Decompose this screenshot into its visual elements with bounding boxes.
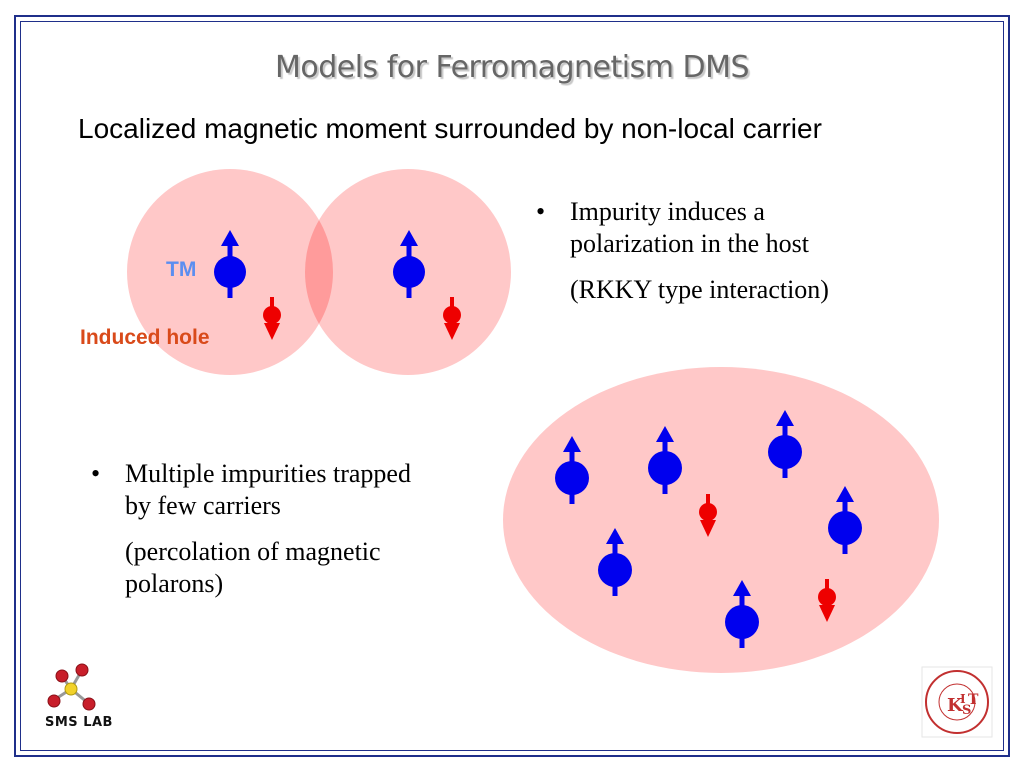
kist-seal-text: K — [947, 695, 964, 716]
spin-up-icon — [555, 436, 589, 504]
svg-text:I: I — [960, 692, 966, 706]
spin-down-icon — [263, 297, 281, 340]
bullet-percolation: • Multiple impurities trapped by few car… — [91, 458, 411, 600]
spin-up-icon — [214, 230, 246, 298]
sms-lab-text: SMS LAB — [45, 715, 113, 730]
slide-subtitle: Localized magnetic moment surrounded by … — [78, 113, 822, 144]
spin-down-icon — [443, 297, 461, 340]
bullet-rkky: • Impurity induces a polarization in the… — [536, 196, 829, 306]
bullet-percolation-line4: polarons) — [125, 569, 224, 598]
percolation-cloud — [503, 367, 939, 673]
tm-label: TM — [166, 258, 197, 281]
slide-frame-outer — [14, 15, 1010, 757]
bullet-dot: • — [91, 459, 101, 488]
spin-up-icon — [393, 230, 425, 298]
spin-up-icon — [828, 486, 862, 554]
bullet-rkky-line1: Impurity induces a — [570, 197, 765, 226]
spin-down-icon — [818, 579, 836, 622]
bullet-percolation-line1: Multiple impurities trapped — [125, 459, 411, 488]
bullet-percolation-line3: (percolation of magnetic — [125, 537, 381, 566]
spin-up-icon — [725, 580, 759, 648]
slide-title: Models for Ferromagnetism DMS — [274, 50, 750, 85]
bullet-rkky-line2: polarization in the host — [570, 229, 810, 258]
spin-up-icon — [648, 426, 682, 494]
spin-up-icon — [598, 528, 632, 596]
kist-seal-logo-icon: K I S T — [921, 666, 993, 738]
spin-up-icon — [768, 410, 802, 478]
bullet-rkky-line3: (RKKY type interaction) — [570, 275, 829, 304]
slide-frame-inner — [20, 21, 1004, 751]
spin-down-icon — [699, 494, 717, 537]
sms-lab-logo-icon — [47, 663, 96, 711]
svg-text:T: T — [968, 692, 979, 708]
bullet-dot: • — [536, 197, 546, 226]
bullet-percolation-line2: by few carriers — [125, 491, 281, 520]
induced-hole-label: Induced hole — [80, 326, 210, 349]
svg-text:S: S — [962, 703, 971, 718]
